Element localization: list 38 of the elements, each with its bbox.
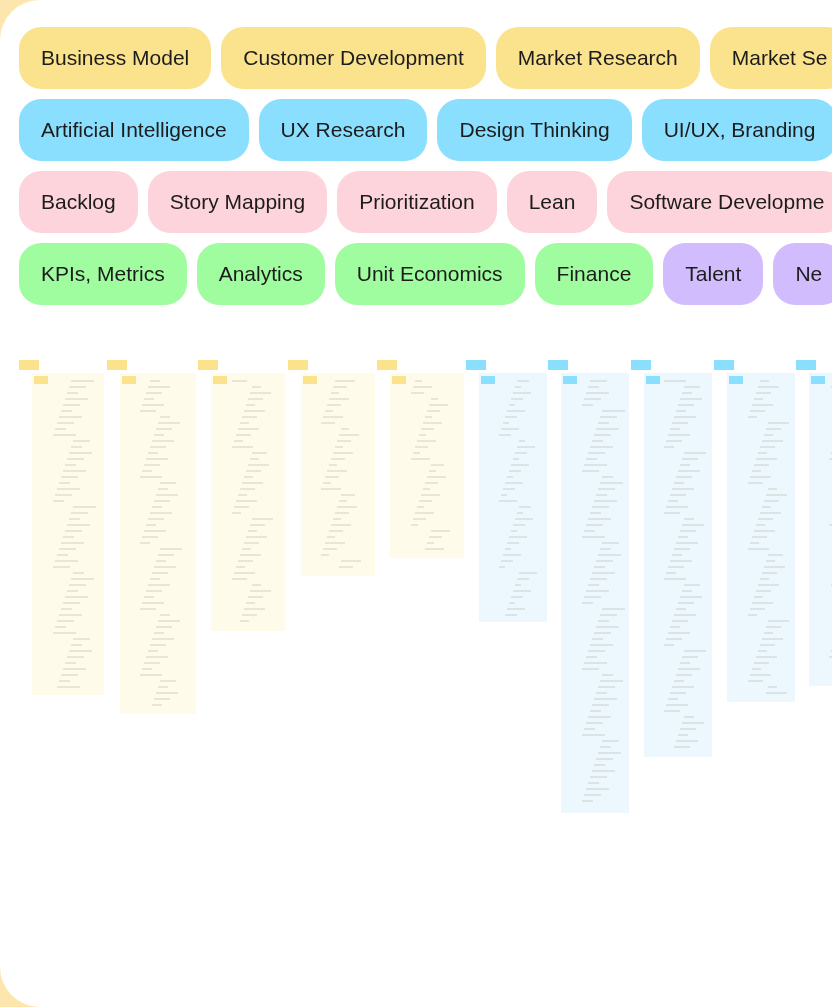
tag-label: Market Research [517, 46, 678, 70]
tag-label: Software Developme [629, 190, 825, 214]
tag-pill [19, 171, 138, 233]
tag-pill [534, 243, 654, 305]
tag-label: Talent [685, 262, 742, 286]
tag-pill [19, 243, 187, 305]
tag-pill [641, 99, 832, 161]
tag-pill [258, 99, 428, 161]
tag-label: Ne [795, 262, 823, 286]
tag-pill [19, 27, 212, 89]
tag-label: Prioritization [359, 190, 475, 214]
tag-pill [337, 171, 497, 233]
tag-pill [196, 243, 325, 305]
tag-label: Market Se [731, 46, 828, 70]
tag-label: KPIs, Metrics [41, 262, 165, 286]
tag-pill [773, 243, 832, 305]
tag-pill [506, 171, 598, 233]
tag-label: Design Thinking [459, 118, 610, 142]
tag-pill [19, 99, 249, 161]
tag-label: Story Mapping [169, 190, 306, 214]
tag-label: Backlog [41, 190, 116, 214]
tag-label: Customer Development [243, 46, 464, 70]
tag-label: Business Model [41, 46, 190, 70]
tag-pill [663, 243, 764, 305]
tag-pill [709, 27, 832, 89]
tag-pill [607, 171, 832, 233]
tag-pill [495, 27, 700, 89]
tag-label: Artificial Intelligence [41, 118, 227, 142]
tag-pill [147, 171, 328, 233]
tag-pill [334, 243, 525, 305]
tag-label: Lean [528, 190, 576, 214]
tag-label: Finance [556, 262, 632, 286]
tag-label: Analytics [218, 262, 303, 286]
tag-pill [221, 27, 486, 89]
tag-label: UI/UX, Branding [663, 118, 816, 142]
tag-label: UX Research [280, 118, 406, 142]
tag-label: Unit Economics [356, 262, 503, 286]
tag-pill [437, 99, 632, 161]
